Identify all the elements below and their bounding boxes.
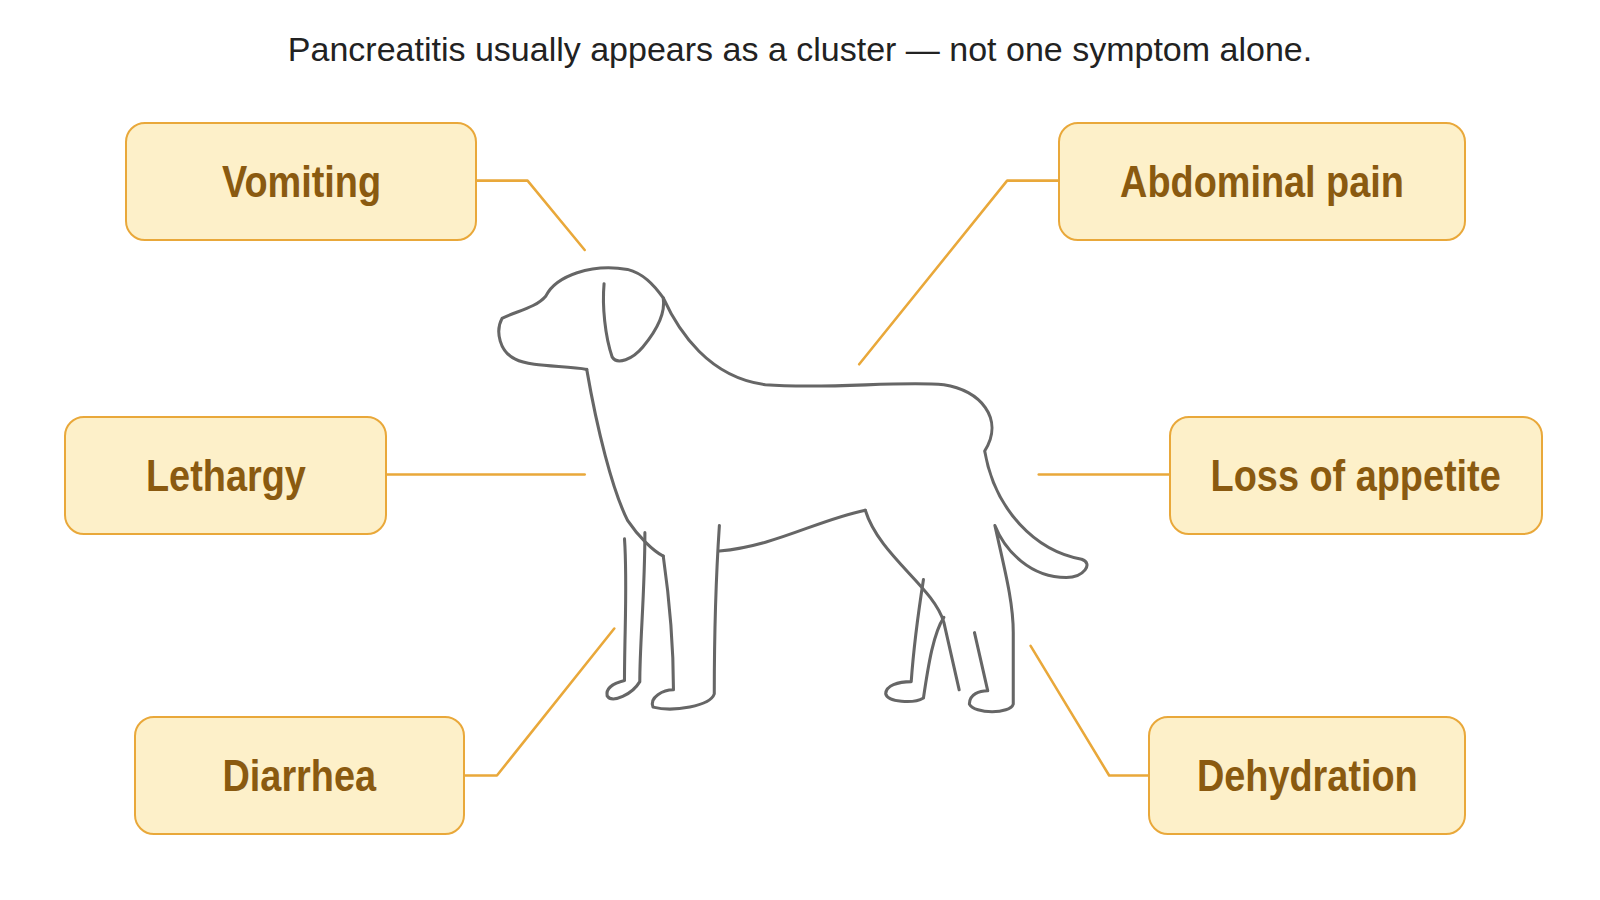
symptom-label: Diarrhea — [223, 751, 377, 801]
symptom-box: Dehydration — [1148, 716, 1466, 835]
leader-lines — [387, 181, 1170, 776]
leader-line — [1039, 473, 1170, 476]
dog-front-leg — [607, 533, 645, 699]
dog-belly — [719, 510, 865, 551]
symptom-label: Vomiting — [221, 157, 380, 207]
symptom-box: Loss of appetite — [1169, 416, 1543, 535]
dog-body — [499, 268, 1087, 712]
dog-chest — [587, 369, 664, 556]
dog-outline — [499, 268, 1087, 712]
symptom-label: Abdominal pain — [1120, 157, 1404, 207]
dog-hind-leg — [886, 580, 944, 702]
dog-front-leg — [652, 526, 719, 709]
dog-ear — [603, 284, 663, 361]
leader-line — [1031, 646, 1148, 776]
leader-line — [465, 629, 614, 776]
diagram-title: Pancreatitis usually appears as a cluste… — [0, 30, 1600, 69]
symptom-box: Lethargy — [64, 416, 387, 535]
symptom-box: Abdominal pain — [1058, 122, 1466, 241]
symptom-box: Diarrhea — [134, 716, 465, 835]
symptom-box: Vomiting — [125, 122, 477, 241]
symptom-label: Loss of appetite — [1211, 451, 1501, 501]
leader-line — [387, 473, 585, 476]
symptom-label: Dehydration — [1197, 751, 1418, 801]
leader-line — [859, 181, 1058, 365]
symptom-label: Lethargy — [146, 451, 306, 501]
leader-line — [477, 181, 585, 250]
